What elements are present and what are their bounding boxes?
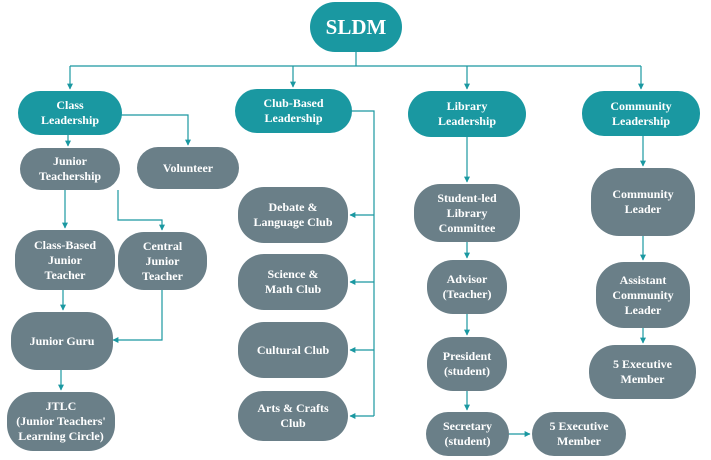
connector-club-spine: [351, 110, 375, 416]
library-committee-node: Student-led Library Committee: [414, 184, 520, 242]
club-based-leadership-node: Club-Based Leadership: [235, 89, 352, 133]
assistant-community-leader-node: Assistant Community Leader: [596, 262, 690, 328]
connector-central-to-junior-guru: [112, 290, 163, 343]
cultural-club-node: Cultural Club: [238, 322, 348, 378]
central-junior-teacher-node: Central Junior Teacher: [118, 232, 207, 290]
library-secretary-node: Secretary (student): [426, 412, 509, 456]
library-president-node: President (student): [427, 337, 507, 391]
junior-guru-node: Junior Guru: [11, 312, 113, 370]
volunteer-node: Volunteer: [137, 147, 239, 189]
jtlc-node: JTLC (Junior Teachers' Learning Circle): [7, 392, 115, 451]
community-leader-node: Community Leader: [591, 168, 695, 236]
connector-to-volunteer: [120, 114, 191, 146]
class-leadership-node: Class Leadership: [18, 91, 122, 135]
library-executive-member-node: 5 Executive Member: [532, 412, 626, 456]
community-executive-member-node: 5 Executive Member: [589, 345, 696, 399]
community-leadership-node: Community Leadership: [582, 91, 700, 136]
science-math-club-node: Science & Math Club: [238, 254, 348, 310]
connector-to-central-junior-teacher: [117, 190, 165, 231]
class-based-junior-teacher-node: Class-Based Junior Teacher: [15, 230, 115, 290]
debate-language-club-node: Debate & Language Club: [238, 187, 348, 243]
library-leadership-node: Library Leadership: [408, 91, 526, 137]
arts-crafts-club-node: Arts & Crafts Club: [238, 391, 348, 441]
junior-teachership-node: Junior Teachership: [20, 148, 120, 190]
root-node: SLDM: [310, 2, 402, 52]
library-advisor-node: Advisor (Teacher): [427, 260, 507, 314]
